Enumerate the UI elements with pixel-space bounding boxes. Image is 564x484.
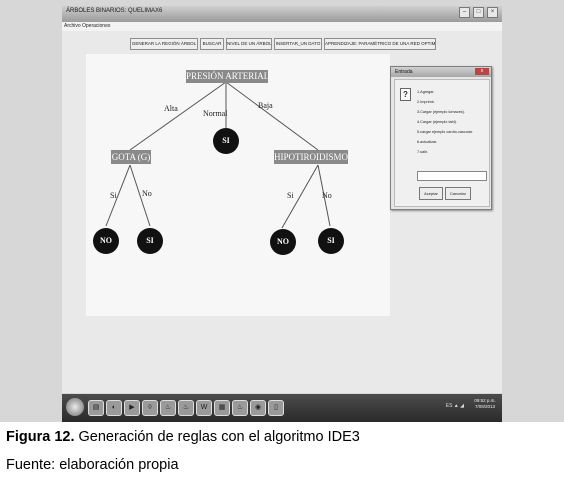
file-icon[interactable]: ▯	[268, 400, 284, 416]
media-icon[interactable]: ◐	[106, 400, 122, 416]
screenshot-frame: ÁRBOLES BINARIOS: QUELIMAX6 – □ × Archiv…	[0, 0, 564, 422]
window-title: ÁRBOLES BINARIOS: QUELIMAX6	[66, 8, 163, 14]
menubar: Archivo Operaciones	[62, 22, 502, 31]
dialog-option: 5.cargar ejemplo cardio-vascular.	[417, 130, 473, 134]
java-icon[interactable]: ♨	[232, 400, 248, 416]
dialog-option: 7.salir.	[417, 150, 428, 154]
edge-label-no-right: No	[322, 191, 332, 200]
browser-icon[interactable]: ◉	[250, 400, 266, 416]
caption-text: Generación de reglas con el algoritmo ID…	[74, 429, 360, 445]
close-icon[interactable]: ×	[487, 7, 498, 18]
dialog-option: 6.actualizar.	[417, 140, 438, 144]
menu-archivo[interactable]: Archivo	[64, 23, 81, 29]
edge-label-si-right: Si	[287, 191, 294, 200]
dialog-body: ? 1.Agregar. 2.Imprimir. 3.Cargar (ejemp…	[394, 79, 490, 207]
gota-node[interactable]: GOTA (G)	[111, 150, 151, 164]
learning-button[interactable]: APRENDIZAJE: PARAMÉTRICO DE UNA RED OPTI…	[324, 38, 436, 50]
question-icon: ?	[400, 88, 411, 101]
generate-tree-button[interactable]: GENERAR LA REGIÓN ÁRBOL	[130, 38, 198, 50]
word-icon[interactable]: W	[196, 400, 212, 416]
folder-icon[interactable]: ▤	[88, 400, 104, 416]
figure-caption: Figura 12. Generación de reglas con el a…	[6, 429, 360, 445]
edge-label-baja: Baja	[258, 101, 273, 110]
dialog-close-icon[interactable]: x	[475, 68, 489, 75]
system-tray[interactable]: ES ▲ ◢	[445, 403, 464, 409]
dialog-option: 2.Imprimir.	[417, 100, 435, 104]
dialog-option: 1.Agregar.	[417, 90, 435, 94]
hipotiroidismo-node[interactable]: HIPOTIROIDISMO	[274, 150, 348, 164]
tree-canvas	[86, 54, 390, 316]
taskbar: ▤ ◐ ▶ ◊ ♨ ♨ W ▦ ♨ ◉ ▯ ES ▲ ◢ 09:52 p.m. …	[62, 394, 502, 422]
cancel-button[interactable]: Cancelar	[445, 187, 471, 200]
leaf-normal[interactable]: SI	[213, 128, 239, 154]
edge-label-alta: Alta	[164, 104, 178, 113]
java-icon[interactable]: ♨	[178, 400, 194, 416]
dialog-titlebar[interactable]: Entrada x	[391, 67, 491, 77]
menu-operaciones[interactable]: Operaciones	[82, 23, 111, 29]
java-icon[interactable]: ♨	[160, 400, 176, 416]
leaf-gota-no[interactable]: SI	[137, 228, 163, 254]
caption-label: Figura 12.	[6, 429, 75, 445]
figure-source: Fuente: elaboración propia	[6, 457, 179, 473]
window-titlebar[interactable]: ÁRBOLES BINARIOS: QUELIMAX6 – □ ×	[62, 6, 502, 22]
clock-date: 7/08/2013	[474, 404, 496, 409]
play-icon[interactable]: ▶	[124, 400, 140, 416]
dialog-input-field[interactable]	[417, 171, 487, 181]
dialog-title: Entrada	[395, 69, 413, 75]
document-icon[interactable]: ▦	[214, 400, 230, 416]
leaf-gota-si[interactable]: NO	[93, 228, 119, 254]
dialog-option: 4.Cargar (ejemplo tabl).	[417, 120, 457, 124]
edge-label-si-left: Si	[110, 191, 117, 200]
maximize-icon[interactable]: □	[473, 7, 484, 18]
window-controls: – □ ×	[459, 7, 498, 18]
shield-icon[interactable]: ◊	[142, 400, 158, 416]
tree-level-button[interactable]: NIVEL DE UN ÁRBOL	[226, 38, 272, 50]
edge-label-no-left: No	[142, 189, 152, 198]
dialog-option: 3.Cargar (ejemplo lumaces).	[417, 110, 465, 114]
minimize-icon[interactable]: –	[459, 7, 470, 18]
edge-label-normal: Normal	[203, 109, 228, 118]
leaf-hipo-no[interactable]: SI	[318, 228, 344, 254]
clock[interactable]: 09:52 p.m. 7/08/2013	[474, 398, 496, 410]
input-dialog: Entrada x ? 1.Agregar. 2.Imprimir. 3.Car…	[390, 66, 492, 210]
insert-data-button[interactable]: INSERTAR_UN DATO	[274, 38, 322, 50]
start-icon[interactable]	[66, 398, 84, 416]
clock-time: 09:52 p.m.	[474, 398, 496, 403]
search-button[interactable]: BUSCAR	[200, 38, 224, 50]
leaf-hipo-si[interactable]: NO	[270, 229, 296, 255]
ok-button[interactable]: Aceptar	[419, 187, 443, 200]
root-node[interactable]: PRESIÓN ARTERIAL	[186, 70, 270, 83]
